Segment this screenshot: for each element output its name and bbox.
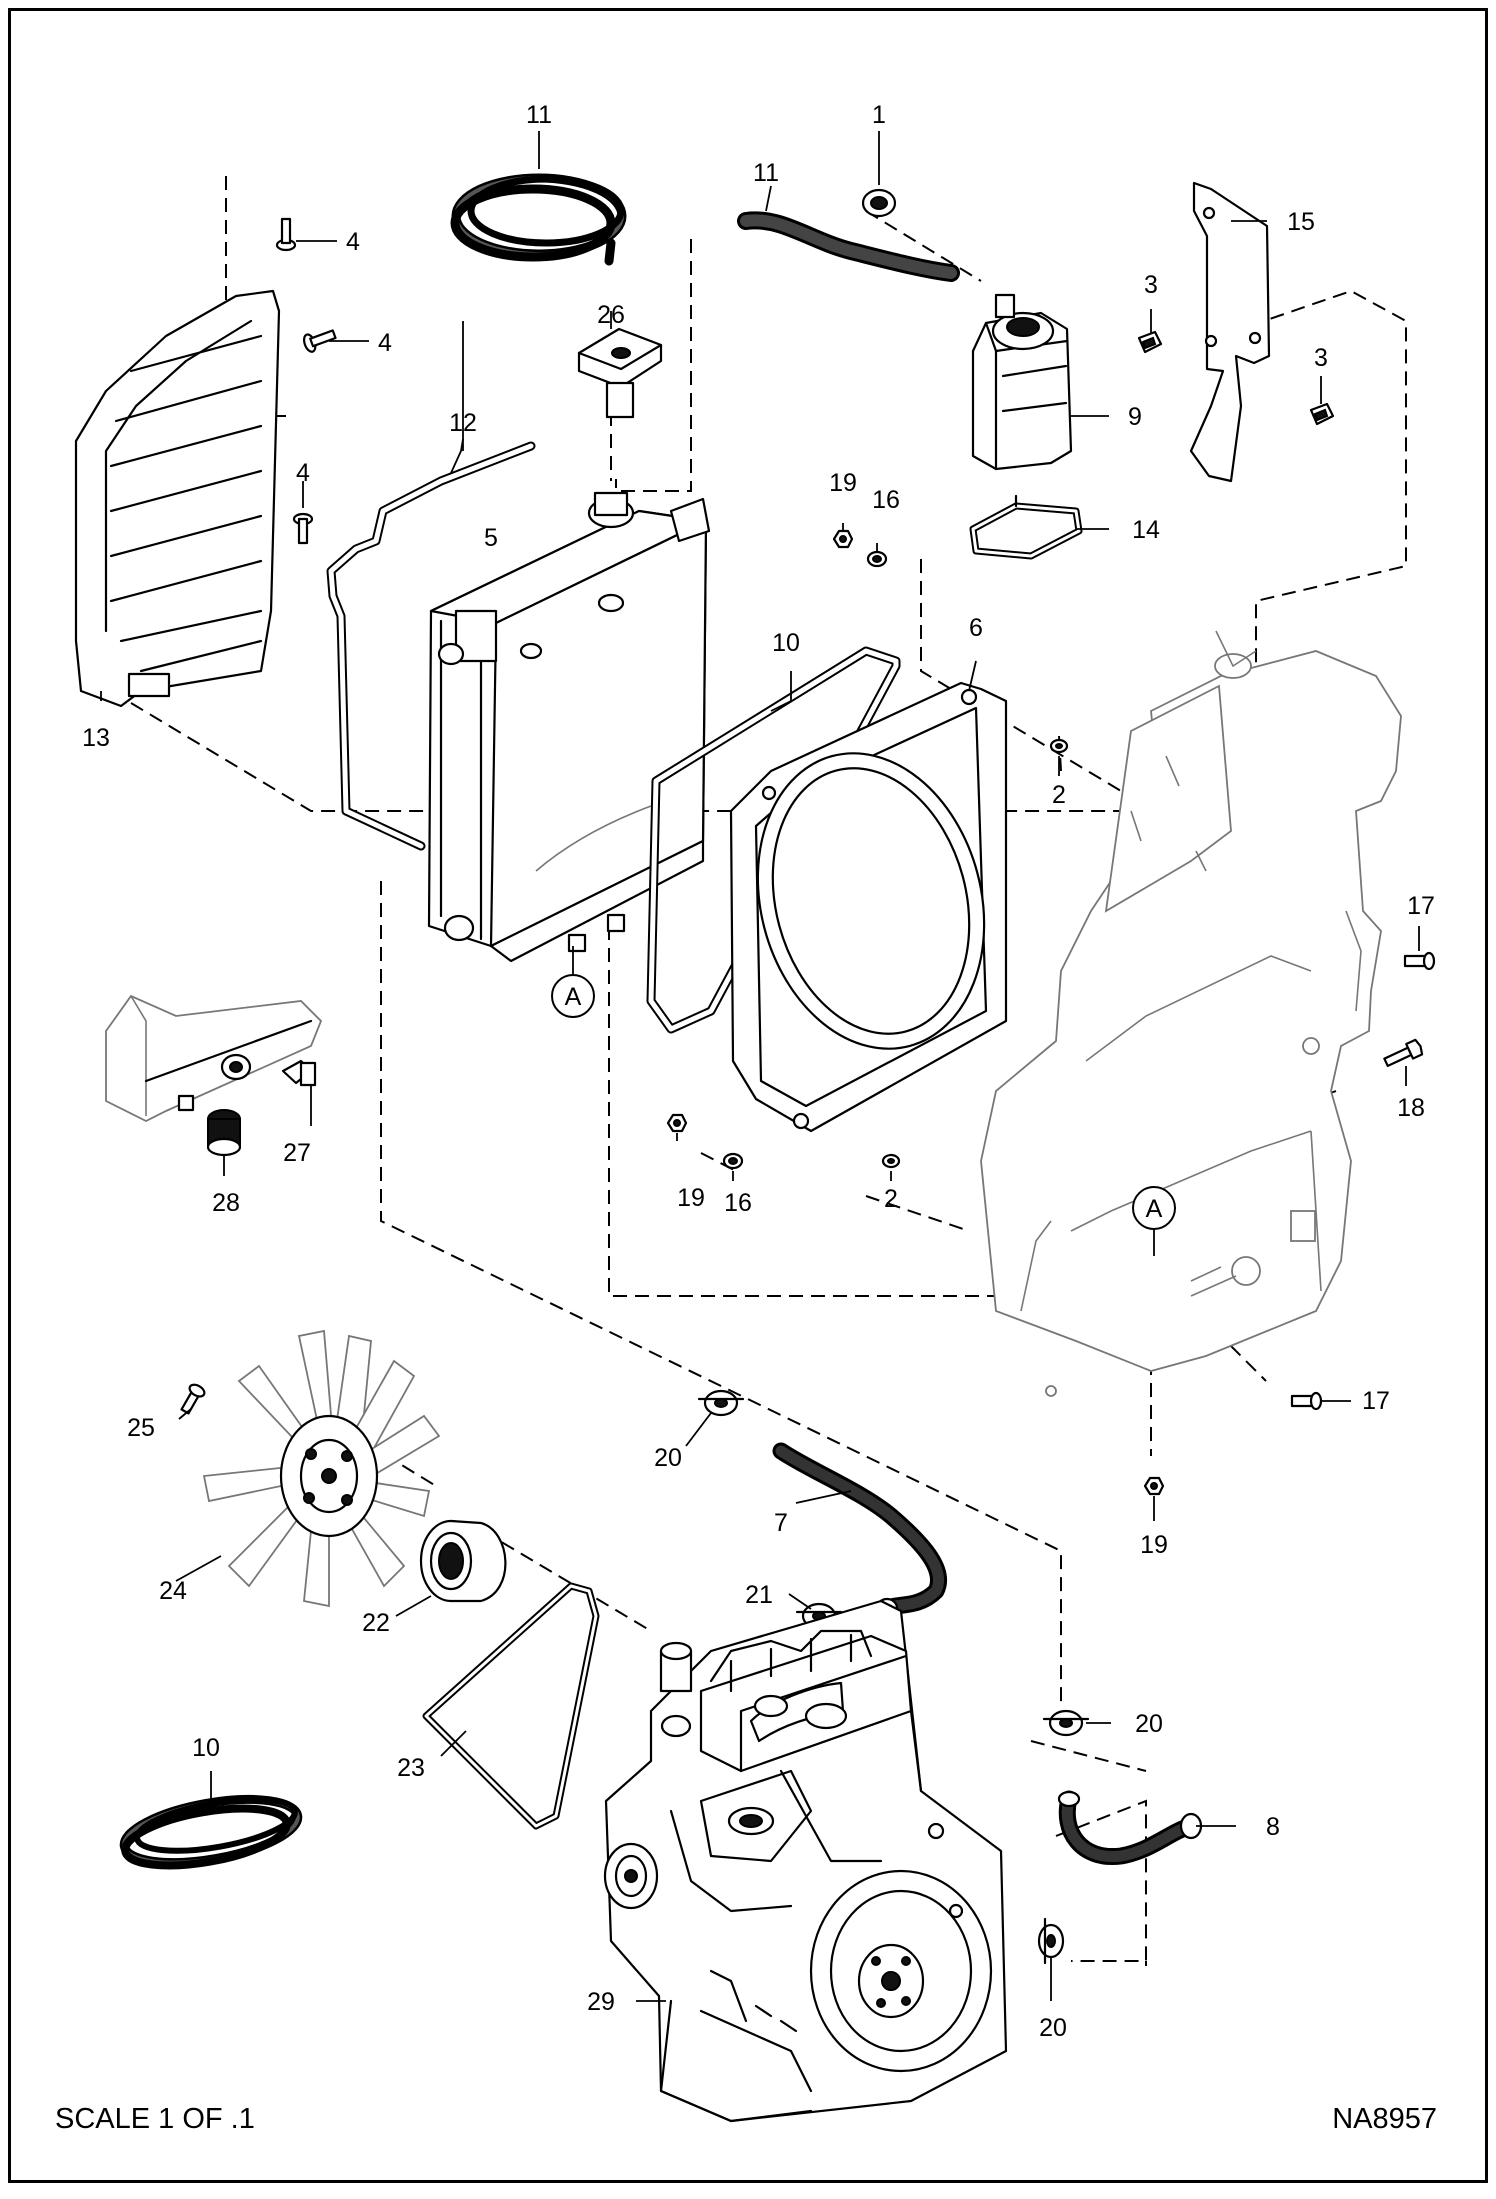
callout-20: 20 (1135, 1710, 1163, 1738)
reference-marker-a: A (1132, 1186, 1176, 1256)
bolt-part-4 (275, 217, 337, 545)
callout-21: 21 (745, 1581, 773, 1609)
callout-22: 22 (362, 1609, 390, 1637)
callout-19: 19 (829, 469, 857, 497)
reference-label-a-upper: A (565, 983, 582, 1011)
fan-shroud (729, 681, 1008, 1133)
scale-note: SCALE 1 OF .1 (55, 2103, 255, 2135)
lower-radiator-hose (1057, 1790, 1203, 1866)
parts-diagram-sheet: A A 1 2 2 3 3 4 4 4 5 6 7 8 9 10 10 11 1… (8, 8, 1488, 2183)
callout-1: 1 (872, 101, 886, 129)
callout-17: 17 (1407, 892, 1435, 920)
callout-10: 10 (772, 629, 800, 657)
radiator (427, 491, 711, 963)
callout-4: 4 (378, 329, 392, 357)
callout-17: 17 (1362, 1387, 1390, 1415)
callout-6: 6 (969, 614, 983, 642)
drive-belt (422, 1582, 600, 1830)
engine-assembly (603, 1599, 1008, 2123)
callout-19: 19 (677, 1184, 705, 1212)
grommet-part-1 (861, 188, 897, 218)
callout-18: 18 (1397, 1094, 1425, 1122)
drain-valve-part-27 (281, 1059, 317, 1087)
callout-4: 4 (296, 459, 310, 487)
seal-coil (119, 1794, 303, 1870)
callout-3: 3 (1144, 271, 1158, 299)
callout-23: 23 (397, 1754, 425, 1782)
fan-guard-grille (74, 289, 281, 708)
hose-clamp-part-20 (697, 1389, 1090, 1965)
callout-16: 16 (872, 486, 900, 514)
chassis-frame-reference (980, 630, 1402, 1397)
pulley-spacer (419, 1519, 507, 1603)
callout-7: 7 (774, 1509, 788, 1537)
overflow-hose-coil (450, 173, 627, 266)
callout-16: 16 (724, 1189, 752, 1217)
overflow-hose (737, 211, 960, 282)
clip-nut-part-3 (1137, 330, 1335, 426)
callout-11: 11 (526, 101, 552, 129)
exploded-parts-diagram: A A 1 2 2 3 3 4 4 4 5 6 7 8 9 10 10 11 1… (74, 101, 1436, 2123)
washer-part-2 (881, 738, 1069, 1169)
callout-12: 12 (449, 409, 477, 437)
callout-9: 9 (1128, 403, 1142, 431)
bolt-part-25 (180, 1383, 206, 1415)
callout-20: 20 (654, 1444, 682, 1472)
callout-20: 20 (1039, 2014, 1067, 2042)
coolant-reservoir (971, 293, 1073, 471)
bolt-part-18 (1383, 1038, 1424, 1068)
callout-25: 25 (127, 1414, 155, 1442)
callout-29: 29 (587, 1988, 615, 2016)
callout-26: 26 (597, 301, 625, 329)
callout-labels: 1 2 2 3 3 4 4 4 5 6 7 8 9 10 10 11 11 12… (82, 101, 1435, 2042)
callout-28: 28 (212, 1189, 240, 1217)
drawing-number: NA8957 (1332, 2103, 1437, 2135)
mounting-bracket (1189, 181, 1271, 483)
callout-19: 19 (1140, 1531, 1168, 1559)
callout-8: 8 (1266, 1813, 1280, 1841)
reference-marker-a: A (551, 946, 595, 1018)
reference-label-a-lower: A (1146, 1195, 1163, 1223)
callout-4: 4 (346, 228, 360, 256)
callout-24: 24 (159, 1577, 187, 1605)
callout-2: 2 (884, 1185, 898, 1213)
leader-lines (100, 131, 1420, 2002)
callout-15: 15 (1287, 208, 1315, 236)
drain-valve-subview (105, 994, 323, 1123)
reservoir-strap (969, 494, 1083, 560)
seal-strip (326, 441, 536, 851)
callout-10: 10 (192, 1734, 220, 1762)
callout-27: 27 (283, 1139, 311, 1167)
nut-part-19 (666, 529, 1165, 1496)
callout-3: 3 (1314, 344, 1328, 372)
washer-part-16 (722, 550, 888, 1170)
callout-2: 2 (1052, 781, 1066, 809)
radiator-cap (577, 327, 663, 419)
callout-13: 13 (82, 724, 110, 752)
callout-5: 5 (484, 524, 498, 552)
cooling-fan (202, 1329, 441, 1608)
drain-plug-part-28 (206, 1109, 242, 1157)
callout-11: 11 (753, 159, 779, 187)
upper-radiator-hose (772, 1442, 948, 1620)
callout-14: 14 (1132, 516, 1160, 544)
